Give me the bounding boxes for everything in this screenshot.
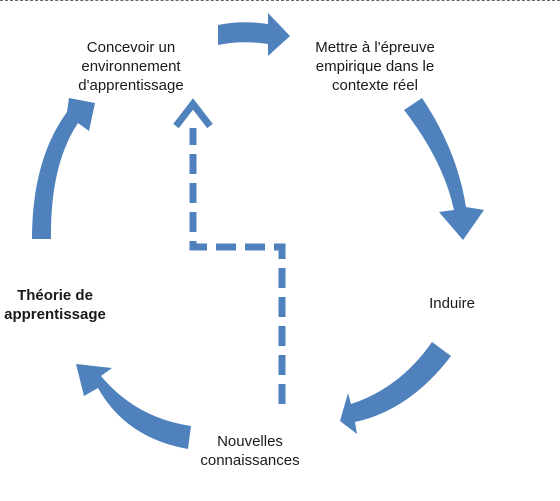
- dashed-arrow-line: [189, 128, 286, 404]
- arrow-concevoir-to-mettre: [218, 13, 290, 56]
- dashed-arrow-head: [173, 98, 213, 129]
- node-induire: Induire: [429, 295, 475, 312]
- node-nouvelles-connaissances: Nouvelles connaissances: [200, 433, 300, 469]
- arrow-nouvelles-to-theorie: [76, 364, 191, 449]
- node-theorie-apprentissage: Théorie de apprentissage: [4, 287, 106, 323]
- dashed-arrow-nouvelles-to-concevoir: [173, 98, 286, 404]
- arrow-theorie-to-concevoir: [32, 98, 95, 239]
- node-mettre-a-l-epreuve: Mettre à l'épreuve empirique dans le con…: [315, 39, 435, 94]
- node-concevoir-environnement: Concevoir un environnement d'apprentissa…: [78, 39, 184, 94]
- page-top-dashed-border: [0, 0, 560, 1]
- arrow-induire-to-nouvelles: [340, 342, 451, 434]
- arrow-mettre-to-induire: [404, 98, 484, 240]
